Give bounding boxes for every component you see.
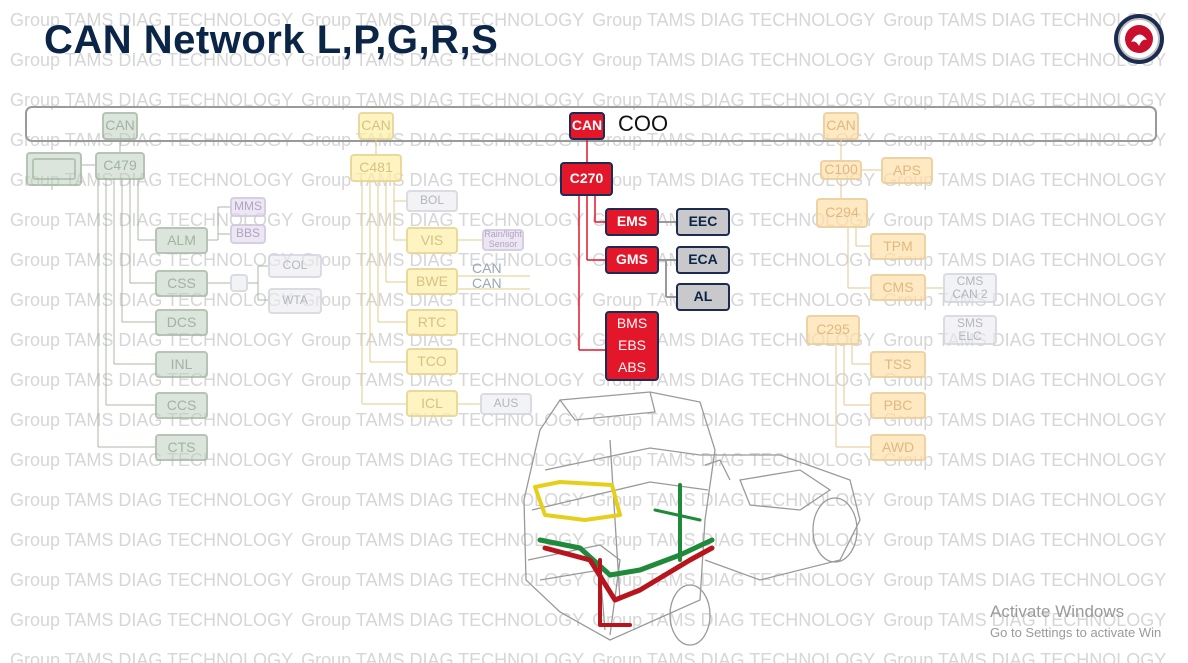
can-node-yellow: CAN bbox=[358, 112, 394, 140]
red-bus-lines bbox=[578, 140, 605, 351]
node-dcs: DCS bbox=[155, 309, 208, 336]
node-bwe: BWE bbox=[406, 268, 458, 295]
ebs-label: EBS bbox=[617, 337, 646, 354]
activate-windows-subtitle: Go to Settings to activate Win bbox=[990, 625, 1162, 640]
node-tco: TCO bbox=[406, 348, 458, 375]
coo-label: COO bbox=[618, 111, 669, 136]
node-eca: ECA bbox=[676, 246, 730, 274]
bms-label: BMS bbox=[616, 315, 648, 332]
orange-bus-lines bbox=[835, 140, 943, 448]
can-node-red: CAN bbox=[569, 112, 605, 140]
node-c481: C481 bbox=[350, 154, 402, 182]
node-mms: MMS bbox=[230, 197, 266, 217]
node-bol: BOL bbox=[406, 190, 458, 212]
can-node-green: CAN bbox=[102, 112, 138, 140]
node-wta: WTA bbox=[268, 288, 322, 314]
node-c295: C295 bbox=[806, 315, 860, 345]
node-icl: ICL bbox=[406, 390, 458, 417]
node-cts: CTS bbox=[155, 434, 208, 461]
node-tss: TSS bbox=[870, 351, 926, 378]
node-css: CSS bbox=[155, 270, 208, 297]
node-eec: EEC bbox=[676, 208, 730, 236]
grey-bus-lines bbox=[659, 221, 676, 298]
node-aus: AUS bbox=[480, 393, 532, 415]
node-tpm: TPM bbox=[870, 233, 926, 260]
brand-logo bbox=[1112, 12, 1166, 66]
node-aps: APS bbox=[881, 157, 933, 184]
node-c294: C294 bbox=[816, 198, 868, 228]
abs-label: ABS bbox=[617, 359, 646, 376]
node-inl: INL bbox=[155, 351, 208, 378]
node-pbc: PBC bbox=[870, 392, 926, 419]
node-col: COL bbox=[268, 254, 322, 278]
page-title: CAN Network L,P,G,R,S bbox=[44, 18, 499, 62]
node-ccs: CCS bbox=[155, 392, 208, 419]
node-rain-light-sensor: Rain/light Sensor bbox=[482, 229, 524, 251]
gateway-symbol bbox=[26, 152, 82, 186]
node-gms: GMS bbox=[605, 246, 659, 274]
node-bms-ebs-abs: BMS EBS ABS bbox=[605, 311, 659, 381]
node-al: AL bbox=[676, 283, 730, 311]
node-ems: EMS bbox=[605, 208, 659, 236]
node-cms-can2: CMS CAN 2 bbox=[943, 273, 997, 303]
activate-windows-notice: Activate Windows Go to Settings to activ… bbox=[990, 602, 1161, 640]
node-c100: C100 bbox=[820, 160, 862, 180]
node-rtc: RTC bbox=[406, 309, 458, 336]
can-backbone-bar bbox=[25, 106, 1157, 142]
can-node-orange: CAN bbox=[823, 112, 859, 140]
green-bus-lines bbox=[82, 140, 268, 448]
small-connector bbox=[230, 274, 248, 292]
yellow-bus-lines bbox=[361, 140, 530, 405]
node-bbs: BBS bbox=[230, 224, 266, 244]
node-vis: VIS bbox=[406, 227, 458, 254]
truck-wiring bbox=[533, 480, 715, 627]
node-c479: C479 bbox=[95, 152, 145, 180]
can-side-label-2: CAN bbox=[472, 275, 502, 291]
can-side-label-1: CAN bbox=[472, 260, 502, 276]
node-awd: AWD bbox=[870, 434, 926, 461]
activate-windows-title: Activate Windows bbox=[990, 602, 1125, 621]
node-sms-elc: SMS ELC bbox=[943, 315, 997, 345]
node-cms: CMS bbox=[870, 274, 926, 301]
node-alm: ALM bbox=[155, 227, 208, 254]
node-c270: C270 bbox=[560, 162, 613, 196]
